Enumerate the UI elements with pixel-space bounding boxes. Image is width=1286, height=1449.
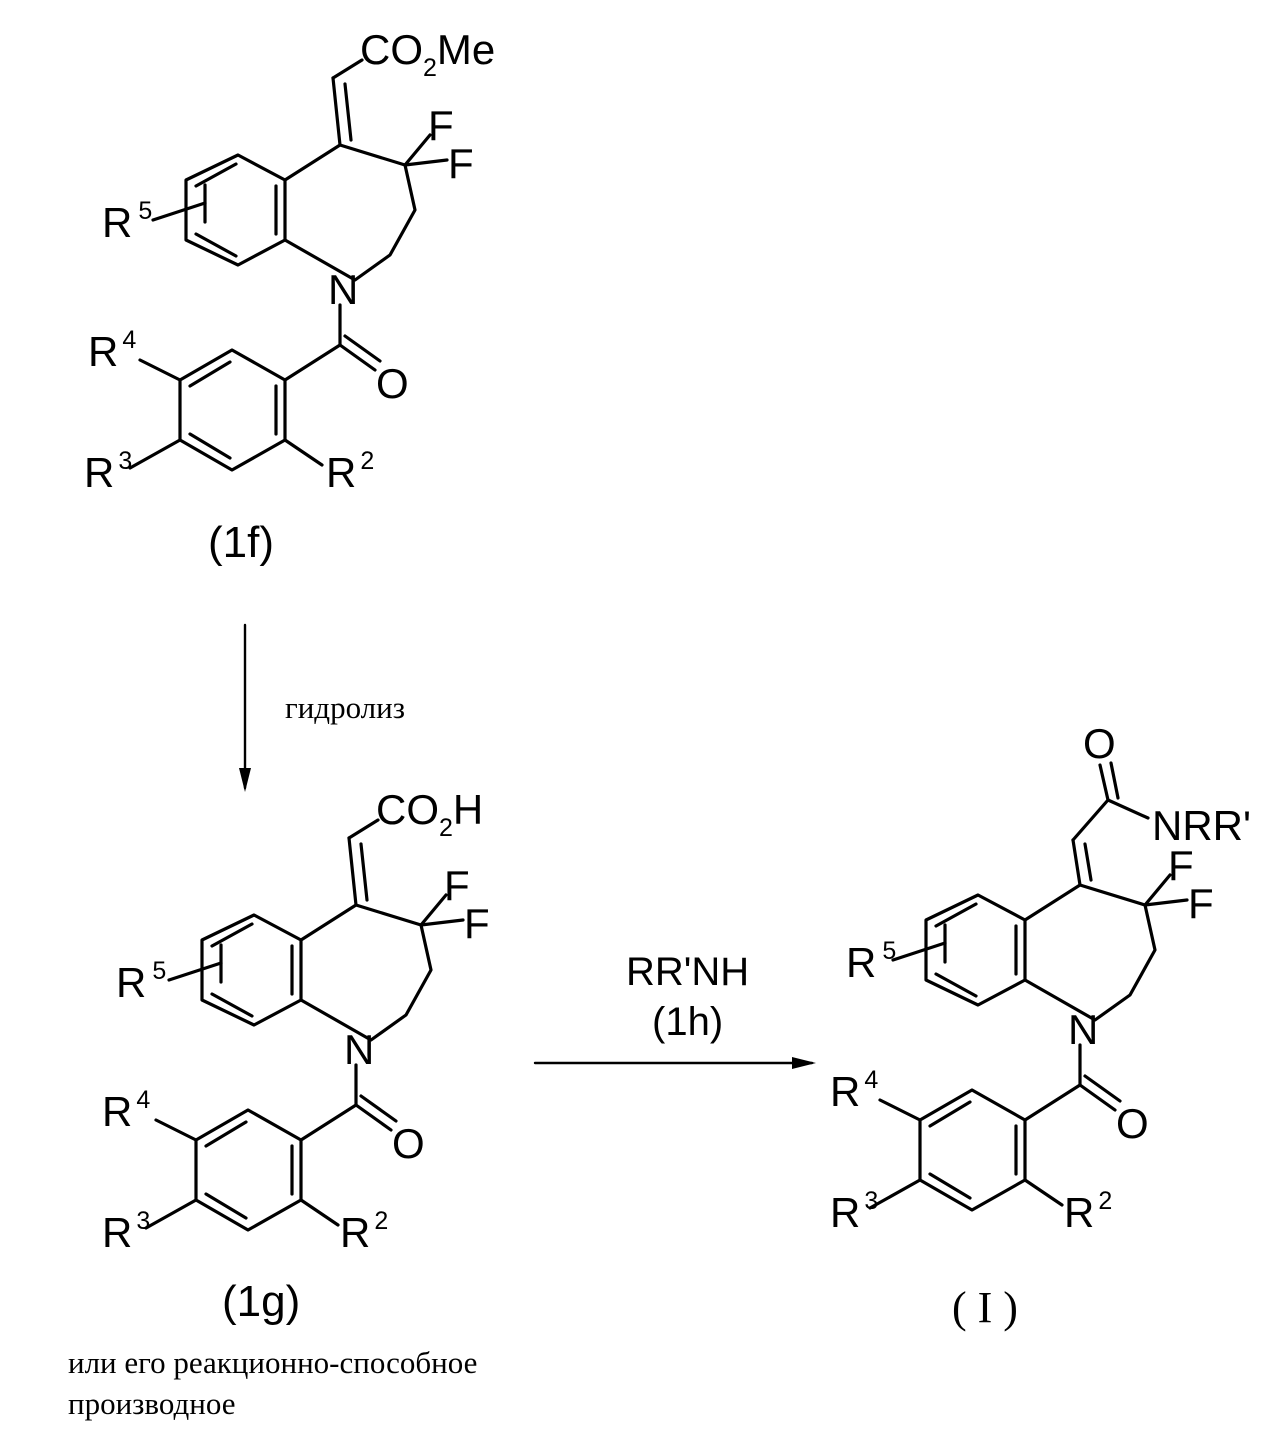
r2-superscript: 2 bbox=[360, 447, 374, 475]
svg-text:R5: R5 bbox=[102, 197, 152, 246]
r3-superscript: 3 bbox=[136, 1207, 150, 1235]
compound-1f-structure: CO2Me F F N O R5 R4 R3 R2 (1f) bbox=[84, 26, 495, 567]
benzazepine-core bbox=[926, 885, 1155, 1020]
benzazepine-core bbox=[202, 905, 431, 1040]
r3-superscript: 3 bbox=[864, 1187, 878, 1215]
r4-symbol: R bbox=[88, 328, 118, 375]
r5-superscript: 5 bbox=[138, 197, 152, 225]
exocyclic-double-bond bbox=[333, 78, 340, 145]
svg-text:R4: R4 bbox=[102, 1086, 150, 1135]
svg-text:R2: R2 bbox=[1064, 1187, 1112, 1236]
hydrolysis-step: гидролиз bbox=[239, 625, 405, 792]
r5-symbol: R bbox=[116, 959, 146, 1006]
svg-text:R5: R5 bbox=[116, 957, 166, 1006]
r2-superscript: 2 bbox=[374, 1207, 388, 1235]
r4-symbol: R bbox=[830, 1068, 860, 1115]
amide-nrr-label: NRR' bbox=[1152, 802, 1251, 849]
aroyl-ring bbox=[920, 1090, 1025, 1210]
co2me-tail: Me bbox=[437, 26, 495, 73]
carbonyl-oxygen-label: O bbox=[1116, 1100, 1149, 1147]
r2-superscript: 2 bbox=[1098, 1187, 1112, 1215]
co2h-subscript: 2 bbox=[439, 814, 453, 842]
r2-symbol: R bbox=[340, 1209, 370, 1256]
r3-symbol: R bbox=[830, 1189, 860, 1236]
svg-text:R4: R4 bbox=[88, 326, 136, 375]
amide-carbonyl-bond bbox=[1073, 800, 1108, 840]
r4-superscript: 4 bbox=[122, 326, 136, 354]
compound-label-1g: (1g) bbox=[222, 1277, 300, 1326]
svg-text:R2: R2 bbox=[326, 447, 374, 496]
reagent-compound-label: (1h) bbox=[652, 1000, 723, 1044]
r3-symbol: R bbox=[102, 1209, 132, 1256]
svg-text:R4: R4 bbox=[830, 1066, 878, 1115]
fluorine-label-2: F bbox=[1188, 880, 1214, 927]
co2me-main: CO bbox=[360, 26, 423, 73]
carbonyl-oxygen-label: O bbox=[392, 1120, 425, 1167]
amidation-step: RR'NH (1h) bbox=[535, 950, 816, 1069]
compound-label-I: ( I ) bbox=[952, 1283, 1018, 1332]
r4-symbol: R bbox=[102, 1088, 132, 1135]
r3-superscript: 3 bbox=[118, 447, 132, 475]
compound-1g-structure: CO2H F F N O R5 R4 R3 R2 bbox=[102, 786, 490, 1256]
r5-superscript: 5 bbox=[882, 937, 896, 965]
amide-oxygen-label: O bbox=[1083, 720, 1116, 767]
compound-I-structure: O NRR' F F N O R5 R4 R3 R2 bbox=[830, 720, 1251, 1236]
compound-label-1f: (1f) bbox=[208, 518, 274, 567]
nitrogen-label: N bbox=[328, 266, 358, 313]
r5-symbol: R bbox=[846, 939, 876, 986]
r5-superscript: 5 bbox=[152, 957, 166, 985]
nitrogen-label: N bbox=[344, 1026, 374, 1073]
carbonyl-oxygen-label: O bbox=[376, 360, 409, 407]
r2-symbol: R bbox=[326, 449, 356, 496]
co2me-subscript: 2 bbox=[423, 54, 437, 82]
fluorine-label-2: F bbox=[448, 140, 474, 187]
r4-superscript: 4 bbox=[136, 1086, 150, 1114]
svg-text:R2: R2 bbox=[340, 1207, 388, 1256]
benzazepine-core bbox=[186, 145, 415, 280]
r2-symbol: R bbox=[1064, 1189, 1094, 1236]
svg-text:R3: R3 bbox=[84, 447, 132, 496]
aroyl-ring bbox=[180, 350, 285, 470]
r3-symbol: R bbox=[84, 449, 114, 496]
note-line-1: или его реакционно-способное bbox=[68, 1345, 477, 1380]
r4-superscript: 4 bbox=[864, 1066, 878, 1094]
reagent-label: RR'NH bbox=[626, 950, 749, 994]
svg-text:R3: R3 bbox=[830, 1187, 878, 1236]
r5-symbol: R bbox=[102, 199, 132, 246]
aroyl-ring bbox=[196, 1110, 301, 1230]
svg-text:CO2Me: CO2Me bbox=[360, 26, 495, 82]
note-line-2: производное bbox=[68, 1386, 235, 1421]
co2h-tail: H bbox=[453, 786, 483, 833]
nitrogen-label: N bbox=[1068, 1006, 1098, 1053]
svg-text:R3: R3 bbox=[102, 1207, 150, 1256]
svg-text:CO2H: CO2H bbox=[376, 786, 483, 842]
svg-text:R5: R5 bbox=[846, 937, 896, 986]
hydrolysis-label: гидролиз bbox=[285, 690, 405, 725]
co2h-main: CO bbox=[376, 786, 439, 833]
fluorine-label-2: F bbox=[464, 900, 490, 947]
